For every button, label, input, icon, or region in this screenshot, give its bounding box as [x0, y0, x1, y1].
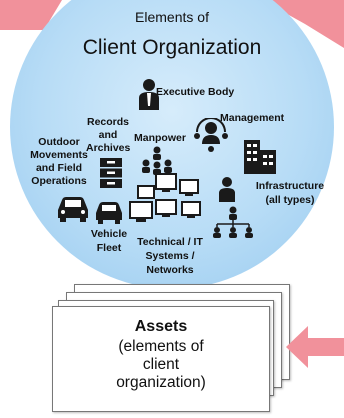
- label-outdoor-line4: Operations: [31, 175, 87, 187]
- label-infrastructure-line2: (all types): [265, 194, 315, 206]
- label-vehicle-fleet-line2: Fleet: [96, 242, 122, 254]
- filing-cabinet-icon: [100, 158, 122, 188]
- label-outdoor-line2: Movements: [30, 149, 88, 161]
- label-technical-line1: Technical / IT: [137, 236, 203, 248]
- building-icon: [244, 140, 276, 174]
- fleet-car-icon: [96, 202, 122, 224]
- top-right-arrow: [262, 0, 344, 48]
- diagram-title-line1: Elements of: [135, 9, 209, 25]
- label-records-line3: Archives: [86, 142, 131, 154]
- label-executive-body: Executive Body: [156, 86, 235, 98]
- label-outdoor-line1: Outdoor: [38, 136, 80, 148]
- assets-subtitle-line2: client: [142, 356, 180, 373]
- person-icon: [219, 177, 235, 202]
- label-outdoor-line3: and Field: [35, 162, 83, 174]
- label-technical-line3: Networks: [146, 264, 194, 276]
- diagram-title-line2: Client Organization: [82, 36, 262, 59]
- label-records-line2: and: [98, 129, 118, 141]
- executive-icon: [139, 79, 159, 110]
- car-icon: [58, 197, 88, 222]
- right-arrow: [286, 326, 344, 368]
- client-organization-circle: [10, 0, 334, 289]
- assets-card-front: [52, 306, 270, 412]
- management-icon: [194, 118, 228, 152]
- label-records-line1: Records: [86, 116, 129, 128]
- label-technical-line2: Systems /: [145, 250, 195, 262]
- it-systems-icon: [129, 173, 201, 222]
- assets-subtitle: (elements of client organization): [52, 338, 270, 392]
- org-chart-icon: [213, 206, 253, 238]
- label-vehicle-fleet-line1: Vehicle: [90, 228, 128, 240]
- label-manpower: Manpower: [134, 132, 186, 144]
- label-infrastructure-line1: Infrastructure: [255, 180, 325, 192]
- label-management: Management: [220, 112, 285, 124]
- assets-subtitle-line1: (elements of: [118, 338, 204, 355]
- assets-title: Assets: [134, 318, 188, 335]
- assets-subtitle-line3: organization): [116, 374, 206, 391]
